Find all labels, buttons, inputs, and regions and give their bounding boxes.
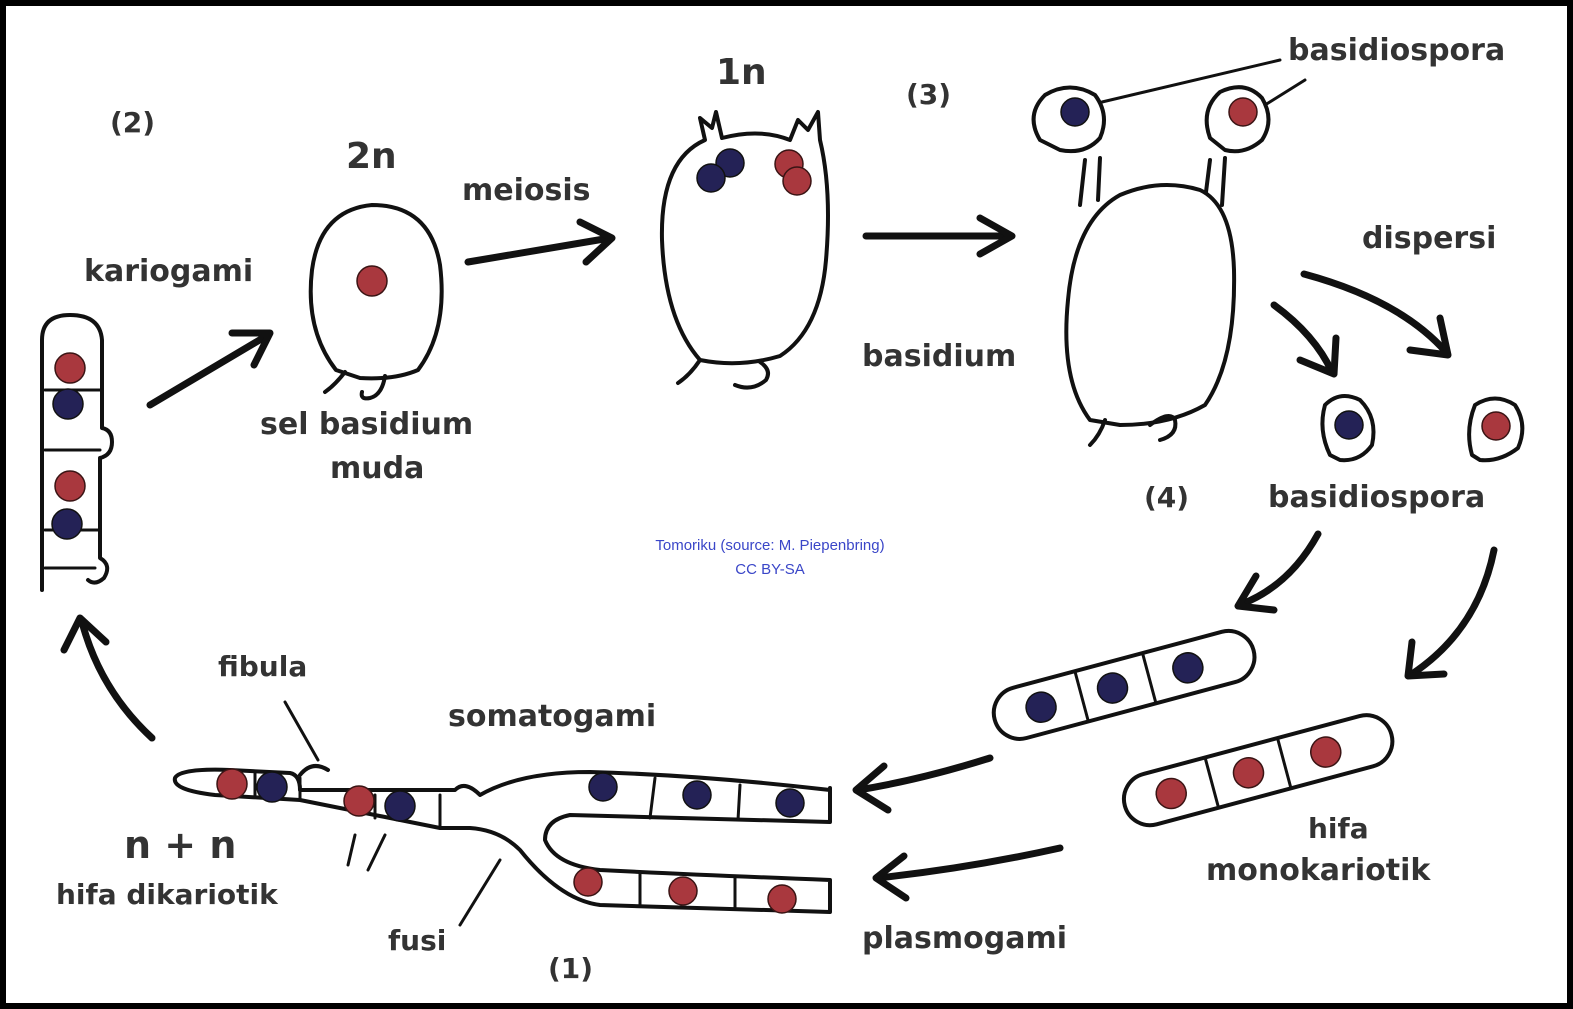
dikaryotic-hypha-tip [42, 315, 112, 590]
muda-label: muda [330, 451, 424, 486]
nucleus-blue [257, 772, 287, 802]
nucleus-red [217, 769, 247, 799]
monokaryotic-hypha-blue [988, 625, 1260, 745]
arrow-icon [876, 848, 1060, 898]
diagram-canvas: (2) 2n 1n (3) basidiospora kariogami mei… [6, 6, 1567, 1003]
step-3-label: (3) [906, 78, 951, 111]
dispersed-basidiospores [1322, 396, 1522, 460]
arrow-icon [1274, 305, 1336, 374]
nucleus-blue [589, 773, 617, 801]
nucleus-red [1229, 98, 1257, 126]
nucleus-red [344, 786, 374, 816]
arrow-icon [866, 218, 1012, 254]
credit-line-1: Tomoriku (source: M. Piepenbring) [655, 537, 884, 554]
somatogami-label: somatogami [448, 699, 656, 734]
arrow-icon [468, 222, 612, 262]
meiosis-basidium [662, 112, 828, 388]
nucleus-red [783, 167, 811, 195]
arrow-icon [1408, 550, 1494, 676]
credit-line-2: CC BY-SA [735, 561, 804, 578]
basidiospora-mid-label: basidiospora [1268, 480, 1485, 515]
fibula-label: fibula [218, 650, 307, 683]
arrow-icon [64, 618, 152, 738]
step-2-label: (2) [110, 106, 155, 139]
arrow-icon [150, 333, 270, 405]
basidiospora-top-label: basidiospora [1288, 33, 1505, 68]
hifa-label: hifa [1308, 812, 1369, 845]
nucleus-red [55, 353, 85, 383]
step-4-label: (4) [1144, 481, 1189, 514]
nucleus-blue [385, 791, 415, 821]
nucleus-blue [53, 389, 83, 419]
kariogami-label: kariogami [84, 254, 253, 289]
nucleus-red [574, 868, 602, 896]
dispersi-label: dispersi [1362, 221, 1496, 256]
step-1-label: (1) [548, 952, 593, 985]
nucleus-diploid [357, 266, 387, 296]
arrow-icon [1238, 534, 1318, 610]
n-plus-n-label: n + n [124, 823, 236, 867]
arrow-icon [1304, 274, 1448, 355]
nucleus-blue [1061, 98, 1089, 126]
fusi-label: fusi [388, 924, 446, 957]
nucleus-red [669, 877, 697, 905]
sel-basidium-label: sel basidium [260, 407, 473, 442]
nucleus-blue [683, 781, 711, 809]
nucleus-red [768, 885, 796, 913]
hifa-dikariotik-label: hifa dikariotik [56, 878, 279, 911]
mature-basidium [1034, 60, 1305, 445]
arrow-icon [856, 758, 990, 810]
life-cycle-diagram: (2) 2n 1n (3) basidiospora kariogami mei… [6, 6, 1567, 1003]
nucleus-blue [776, 789, 804, 817]
nucleus-blue [697, 164, 725, 192]
nucleus-red [1482, 412, 1510, 440]
meiosis-label: meiosis [462, 173, 591, 208]
nucleus-blue [1335, 411, 1363, 439]
nucleus-blue [52, 509, 82, 539]
ploidy-1n-label: 1n [716, 52, 767, 93]
monokariotik-label: monokariotik [1206, 853, 1431, 888]
nucleus-red [55, 471, 85, 501]
plasmogami-label: plasmogami [862, 921, 1067, 956]
ploidy-2n-label: 2n [346, 136, 397, 177]
basidium-label: basidium [862, 339, 1016, 374]
young-basidium-cell [311, 205, 442, 398]
